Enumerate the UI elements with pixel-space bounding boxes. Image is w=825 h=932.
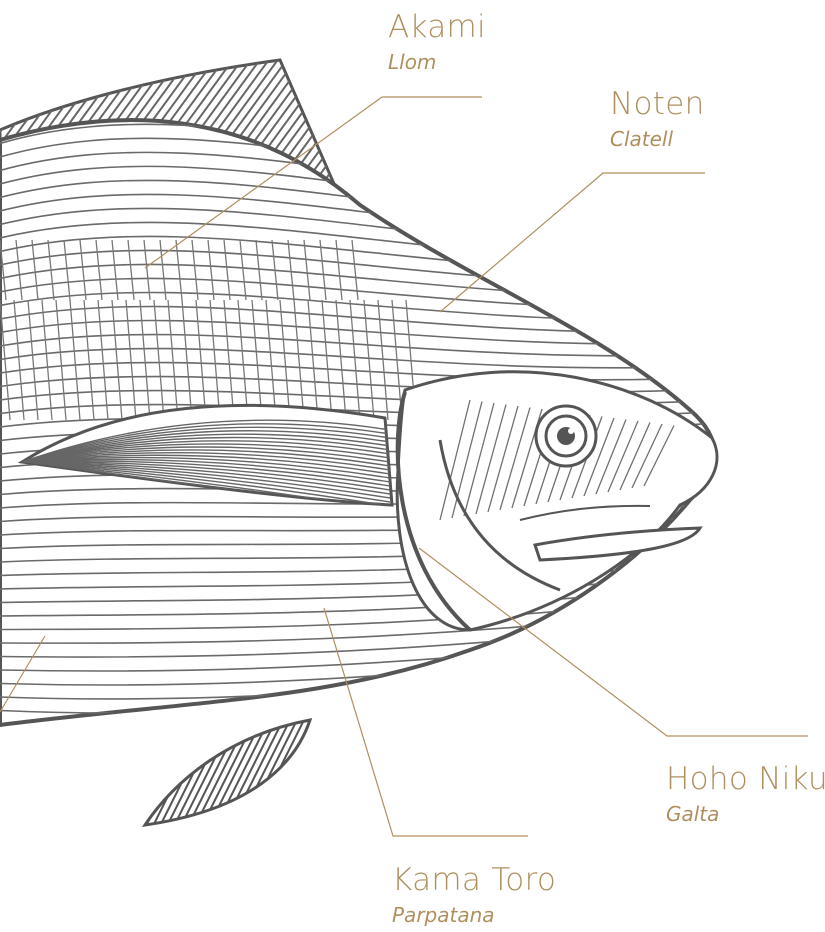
label-hoho-niku-sub: Galta — [666, 804, 825, 824]
head — [397, 372, 717, 630]
eye-icon — [536, 406, 596, 466]
label-noten: Noten Clatell — [610, 89, 705, 149]
label-noten-name: Noten — [610, 89, 705, 120]
label-akami-name: Akami — [388, 12, 486, 43]
label-akami-sub: Llom — [388, 52, 486, 72]
label-akami: Akami Llom — [388, 12, 486, 72]
belly-fin — [130, 710, 379, 830]
label-noten-sub: Clatell — [610, 129, 705, 149]
label-kama-toro: Kama Toro Parpatana — [392, 865, 556, 925]
label-kama-toro-name: Kama Toro — [392, 865, 556, 896]
label-hoho-niku: Hoho Niku Galta — [666, 764, 825, 824]
label-kama-toro-sub: Parpatana — [392, 905, 556, 925]
label-hoho-niku-name: Hoho Niku — [666, 764, 825, 795]
